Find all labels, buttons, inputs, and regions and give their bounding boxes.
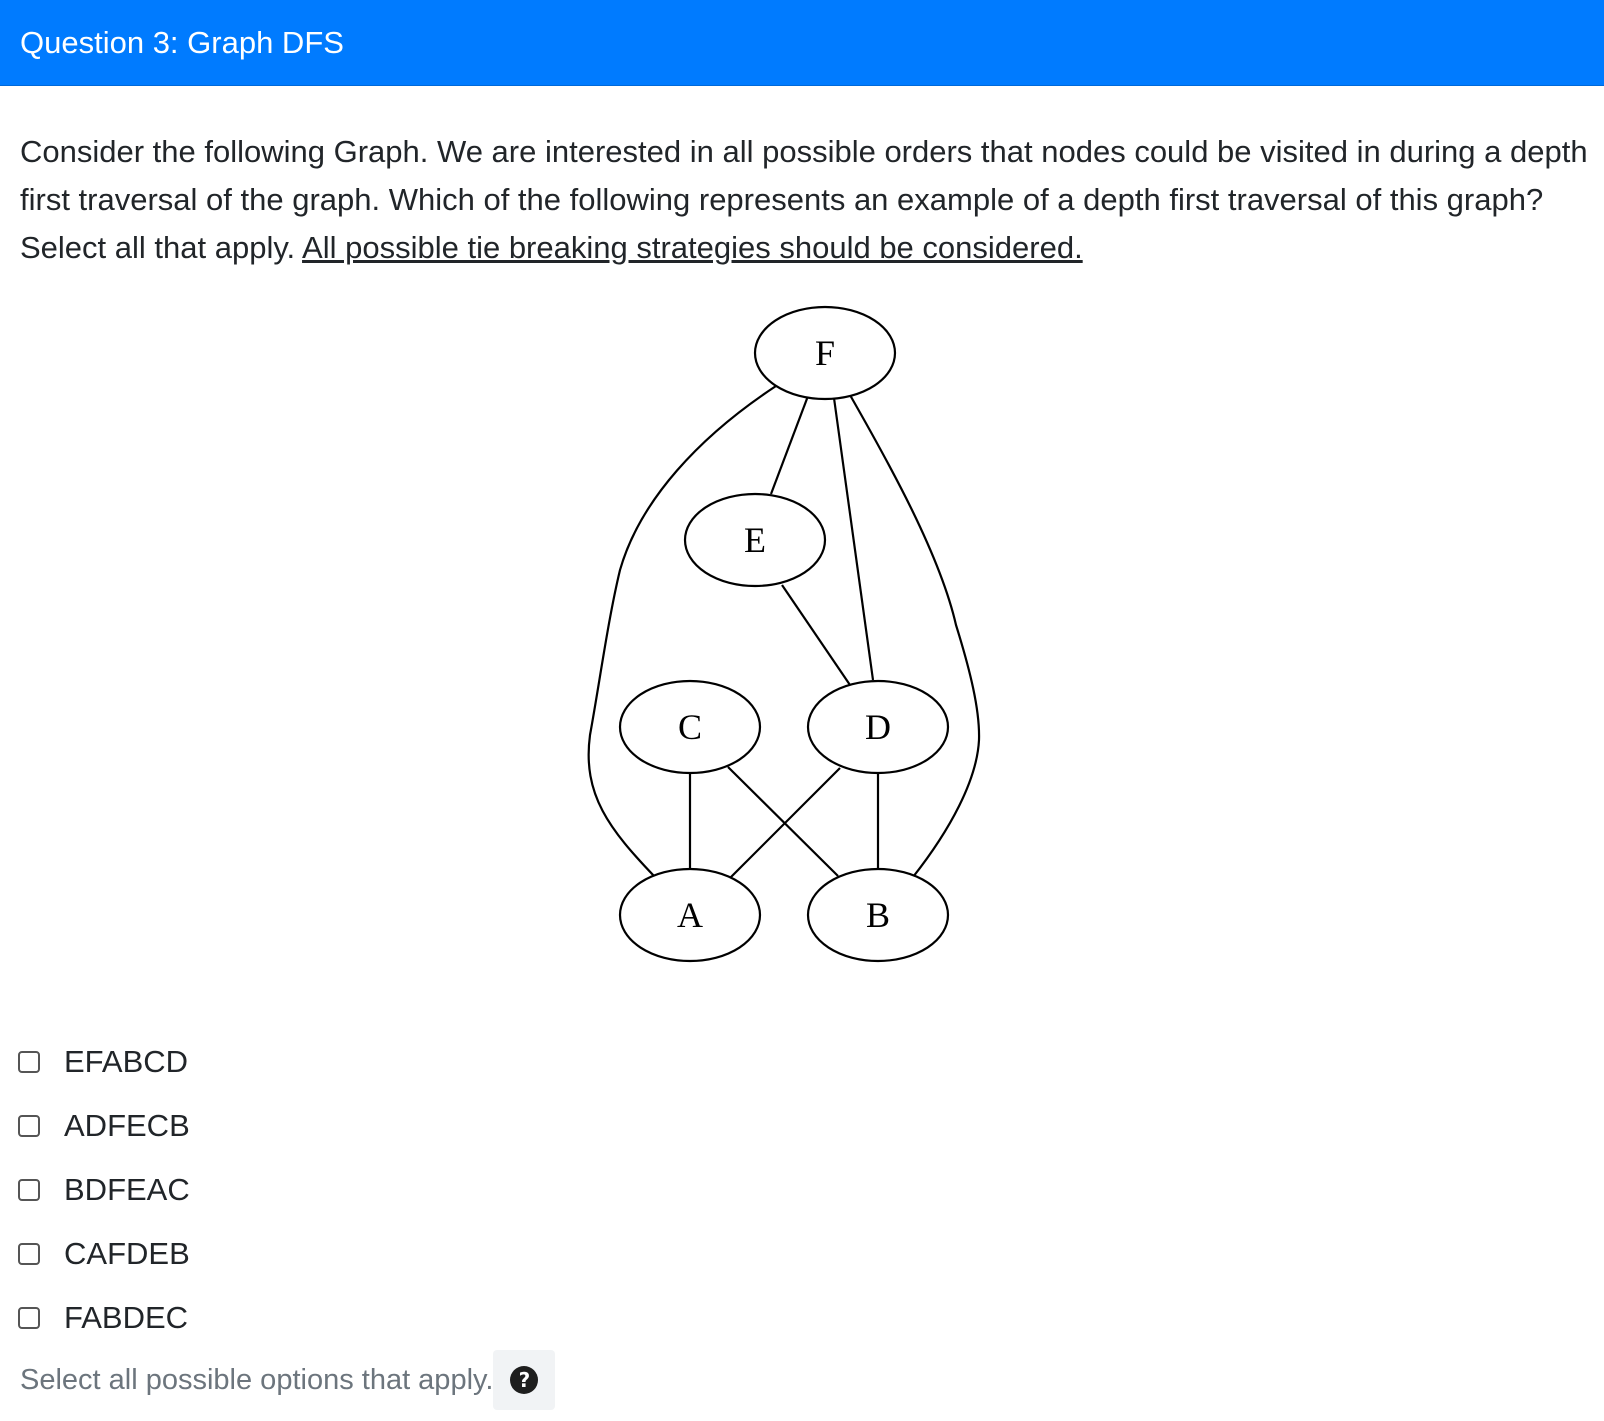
node-label-f: F — [815, 333, 835, 373]
node-label-d: D — [865, 707, 891, 747]
question-prompt: Consider the following Graph. We are int… — [20, 128, 1590, 272]
edge-f-a — [587, 385, 777, 878]
edge-f-d — [832, 397, 875, 681]
option-4-label: CAFDEB — [64, 1236, 190, 1271]
node-d — [806, 679, 950, 775]
option-5-checkbox[interactable] — [18, 1307, 40, 1329]
node-b — [806, 867, 950, 963]
node-label-e: E — [744, 520, 766, 560]
question-header: Question 3: Graph DFS — [0, 0, 1604, 86]
option-4[interactable]: CAFDEB — [18, 1222, 190, 1286]
answer-hint: Select all possible options that apply. … — [20, 1350, 556, 1410]
edge-f-e — [769, 395, 810, 495]
edge-c-b — [727, 766, 839, 877]
node-e — [683, 492, 827, 588]
option-1-label: EFABCD — [64, 1044, 189, 1079]
edge-e-d — [781, 584, 851, 686]
node-f — [753, 305, 897, 401]
option-1-checkbox[interactable] — [18, 1051, 40, 1073]
option-1[interactable]: EFABCD — [18, 1030, 190, 1094]
option-3[interactable]: BDFEAC — [18, 1158, 190, 1222]
option-3-label: BDFEAC — [64, 1172, 190, 1207]
question-title: Question 3: Graph DFS — [20, 24, 344, 60]
edge-f-b — [849, 394, 981, 878]
question-circle-icon: ? — [510, 1366, 539, 1394]
prompt-emphasis: All possible tie breaking strategies sho… — [302, 230, 1083, 265]
hint-text: Select all possible options that apply. — [20, 1363, 494, 1396]
node-label-c: C — [678, 707, 702, 747]
node-label-a: A — [677, 895, 703, 935]
option-5-label: FABDEC — [64, 1300, 189, 1335]
option-2-label: ADFECB — [64, 1108, 190, 1143]
node-c — [618, 679, 762, 775]
option-2[interactable]: ADFECB — [18, 1094, 190, 1158]
node-a — [618, 867, 762, 963]
edge-d-a — [729, 767, 841, 879]
option-3-checkbox[interactable] — [18, 1179, 40, 1201]
option-4-checkbox[interactable] — [18, 1243, 40, 1265]
graph-svg: F E C D A B — [587, 305, 981, 963]
help-button[interactable]: ? — [493, 1350, 556, 1410]
graph-diagram: F E C D A B — [560, 300, 1040, 1000]
prompt-text: Consider the following Graph. We are int… — [20, 134, 1588, 265]
node-label-b: B — [866, 895, 890, 935]
option-2-checkbox[interactable] — [18, 1115, 40, 1137]
option-5[interactable]: FABDEC — [18, 1286, 190, 1350]
answer-options: EFABCD ADFECB BDFEAC CAFDEB FABDEC — [18, 1030, 190, 1350]
